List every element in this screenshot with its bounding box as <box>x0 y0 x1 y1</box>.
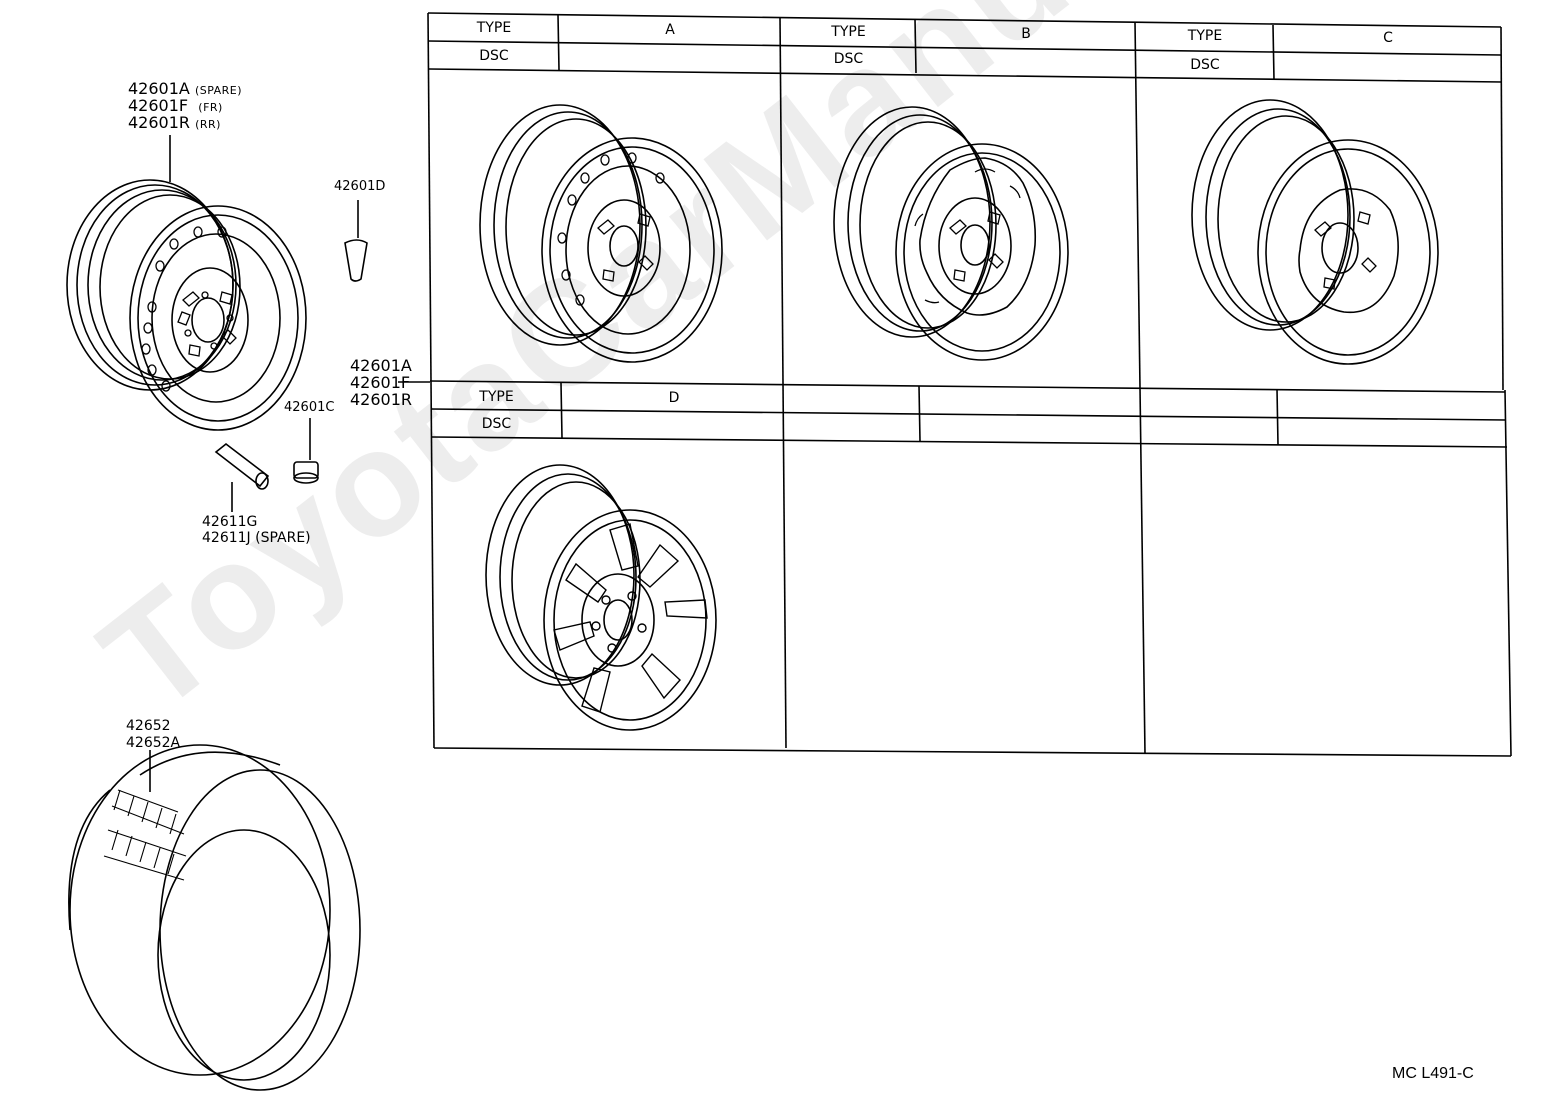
table-type-label-c: TYPE <box>1187 28 1223 44</box>
table-dsc-label-c: DSC <box>1190 57 1220 73</box>
wheel-type-c <box>1191 99 1439 365</box>
part-label-tire: 42652 <box>126 718 171 734</box>
table-type-value-c: C <box>1383 30 1393 46</box>
part-label-hub-nut: 42601C <box>284 400 335 415</box>
table-type-label-d: TYPE <box>479 389 514 405</box>
part-label-wheel-rr: 42601R (RR) <box>128 113 221 132</box>
diagram-code: MC L491-C <box>1392 1065 1474 1082</box>
part-label-wheel-fr: 42601F (FR) <box>128 96 223 115</box>
table-ref-label-f: 42601F <box>350 373 411 392</box>
table-type-label-b: TYPE <box>831 24 866 40</box>
valve-stem <box>214 442 270 512</box>
table-type-value-b: B <box>1021 26 1031 42</box>
part-label-valve-spare: 42611J (SPARE) <box>202 530 311 546</box>
wheel-type-table-bottom <box>429 380 1512 757</box>
part-label-wheel-spare: 42601A (SPARE) <box>128 79 243 98</box>
part-label-tire-alt: 42652A <box>126 735 181 751</box>
table-ref-label-a: 42601A <box>350 356 412 375</box>
wheel-type-table-top <box>427 12 1504 755</box>
table-dsc-label-b: DSC <box>833 51 864 67</box>
steel-wheel-spare <box>66 179 307 431</box>
wheel-type-d <box>485 464 717 731</box>
part-label-valve: 42611G <box>202 514 258 530</box>
part-label-balance-weight: 42601D <box>334 179 386 194</box>
wheel-type-a <box>479 104 723 363</box>
table-type-value-d: D <box>668 390 680 406</box>
table-type-value-a: A <box>665 22 675 38</box>
tire <box>68 744 361 1091</box>
wheel-type-b <box>833 106 1069 361</box>
table-dsc-label-d: DSC <box>481 416 512 432</box>
hub-nut <box>293 418 319 484</box>
table-dsc-label-a: DSC <box>479 48 509 64</box>
balance-weight <box>344 200 368 282</box>
table-ref-label-r: 42601R <box>350 390 413 409</box>
table-type-label-a: TYPE <box>476 20 512 36</box>
